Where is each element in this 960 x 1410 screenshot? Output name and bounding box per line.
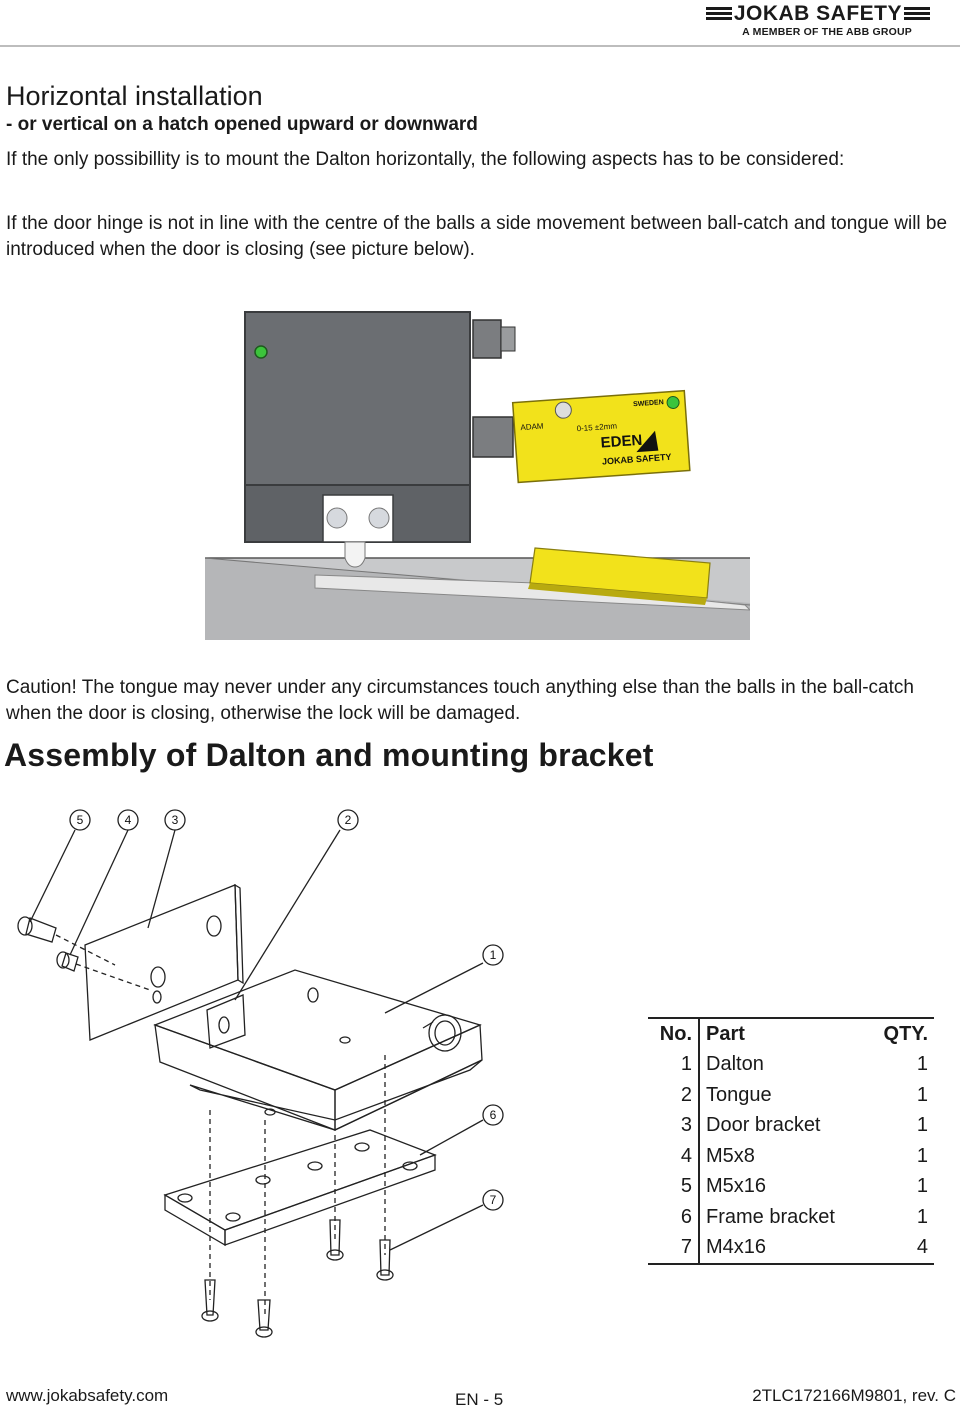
cell-no: 4 [648, 1141, 700, 1172]
cell-qty: 1 [916, 1175, 928, 1198]
assembly-drawing: 5 4 3 2 1 6 7 [17, 809, 504, 1338]
caution-text: Caution! The tongue may never under any … [6, 677, 914, 724]
cell-part: Door bracket [706, 1114, 821, 1137]
cell-qty: 1 [916, 1205, 928, 1228]
callout-1: 1 [490, 948, 497, 962]
section-title: Horizontal installation [6, 81, 263, 111]
cell-qty: 1 [916, 1144, 928, 1167]
cell-qty: 1 [916, 1114, 928, 1137]
cell-no: 7 [648, 1232, 700, 1264]
assembly-title: Assembly of Dalton and mounting bracket [4, 737, 654, 773]
cell-no: 2 [648, 1080, 700, 1111]
header-divider [0, 45, 960, 47]
green-led-icon [254, 345, 268, 359]
cell-part: Dalton [706, 1053, 764, 1076]
callout-2: 2 [345, 813, 352, 827]
logo-stripes-icon [705, 7, 732, 21]
cell-part: M4x16 [706, 1236, 767, 1259]
sensor-adam-label: ADAM [520, 422, 544, 433]
parts-table: No. Part QTY. 1 Dalton 1 2 Tongue 1 3 Do… [648, 1017, 934, 1265]
callout-5: 5 [77, 813, 84, 827]
footer-website: www.jokabsafety.com [6, 1386, 169, 1405]
table-row: 1 Dalton 1 [648, 1049, 934, 1080]
cell-no: 3 [648, 1110, 700, 1141]
table-row: 4 M5x8 1 [648, 1141, 934, 1172]
cell-part: Frame bracket [706, 1205, 835, 1228]
section-subtitle: - or vertical on a hatch opened upward o… [6, 114, 478, 135]
sensor-model-label: EDEN [600, 432, 643, 452]
cell-part: M5x16 [706, 1175, 767, 1198]
logo-stripes-icon [904, 7, 930, 21]
cell-no: 6 [648, 1202, 700, 1233]
table-row: 7 M4x16 4 [648, 1232, 934, 1264]
paragraph-hinge: If the door hinge is not in line with th… [6, 213, 948, 260]
cell-no: 5 [648, 1171, 700, 1202]
callout-6: 6 [490, 1108, 497, 1122]
cell-qty: 4 [916, 1236, 928, 1259]
sensor-range-label: 0-15 ±2mm [576, 421, 617, 433]
table-row: 3 Door bracket 1 [648, 1110, 934, 1141]
table-row: 2 Tongue 1 [648, 1080, 934, 1111]
column-header-part: Part [706, 1022, 745, 1045]
footer-document-ref: 2TLC172166M9801, rev. C [752, 1386, 956, 1405]
table-row: 5 M5x16 1 [648, 1171, 934, 1202]
installation-photo: SWEDEN EDEN JOKAB SAFETY 0-15 ±2mm ADAM [205, 305, 750, 640]
column-header-qty: QTY. [883, 1022, 928, 1045]
table-row: 6 Frame bracket 1 [648, 1202, 934, 1233]
column-header-no: No. [648, 1018, 700, 1050]
sensor-sweden-label: SWEDEN [633, 399, 664, 408]
footer-page-number: EN - 5 [455, 1390, 504, 1409]
cell-qty: 1 [916, 1083, 928, 1106]
cell-qty: 1 [916, 1053, 928, 1076]
callout-4: 4 [125, 813, 132, 827]
company-logo: JOKAB SAFETY A MEMBER OF THE ABB GROUP [705, 2, 930, 38]
logo-subtitle: A MEMBER OF THE ABB GROUP [742, 26, 912, 38]
callout-3: 3 [172, 813, 179, 827]
cell-no: 1 [648, 1049, 700, 1080]
paragraph-consider: If the only possibillity is to mount the… [6, 149, 845, 170]
table-header-row: No. Part QTY. [648, 1018, 934, 1050]
sensor-brand-label: JOKAB SAFETY [602, 452, 672, 467]
cell-part: M5x8 [706, 1144, 755, 1167]
logo-text: JOKAB SAFETY [733, 2, 902, 25]
callout-7: 7 [490, 1193, 497, 1207]
cell-part: Tongue [706, 1083, 772, 1106]
